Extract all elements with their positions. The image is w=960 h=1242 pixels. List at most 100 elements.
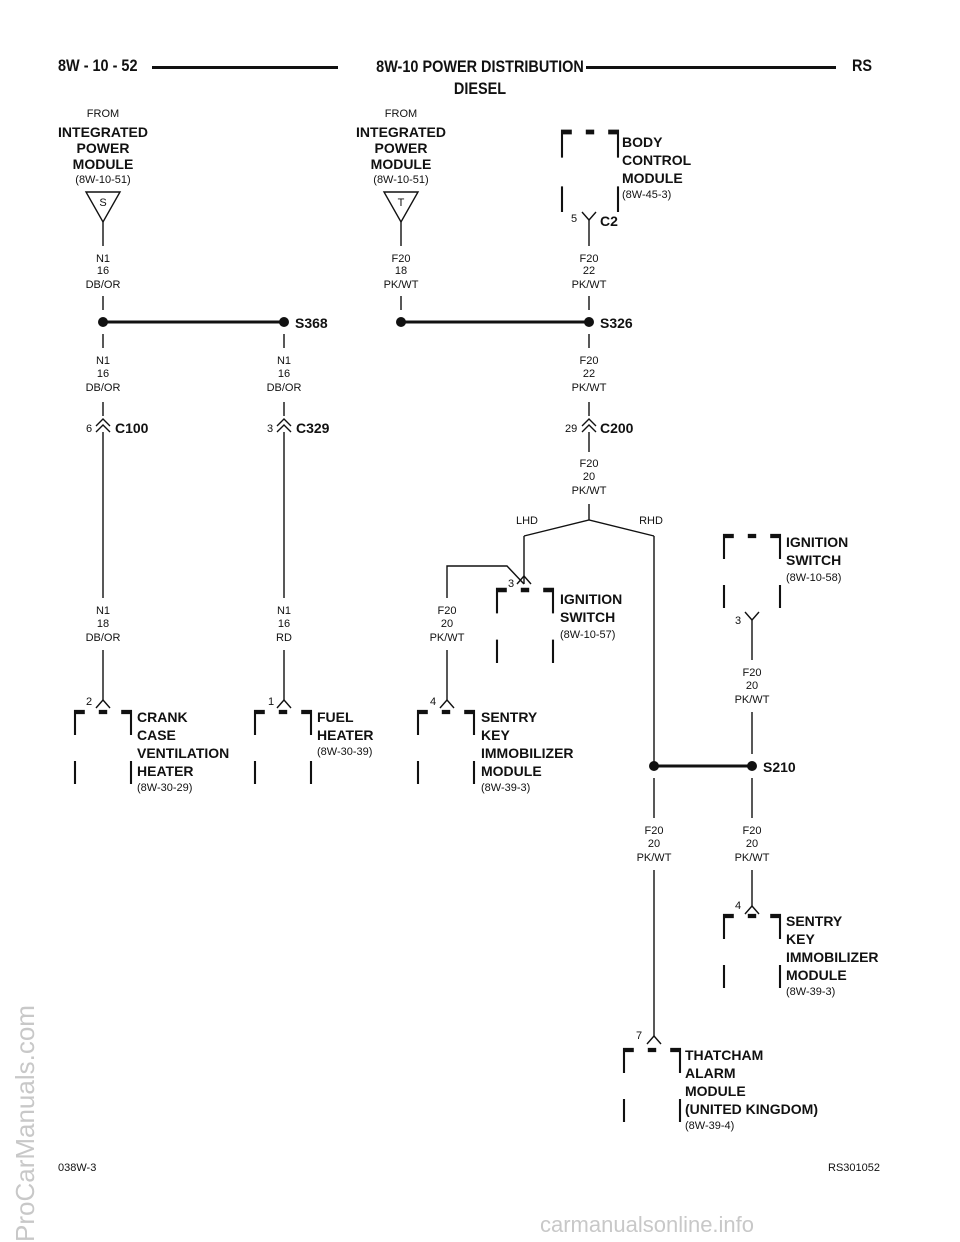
ipm-t-from: FROM [385, 108, 417, 120]
thatcham-name-3: MODULE [685, 1083, 746, 1099]
c100-connector-symbol [95, 418, 111, 433]
ipm-s-name-1: INTEGRATED [58, 124, 148, 140]
svg-text:F20: F20 [645, 825, 664, 837]
crank-ref: (8W-30-29) [137, 782, 192, 794]
page-title: 8W-10 POWER DISTRIBUTION DIESEL [0, 56, 960, 100]
splice-dot [584, 317, 594, 327]
fuel-pin: 1 [268, 696, 274, 708]
svg-text:F20: F20 [743, 825, 762, 837]
skim-rhd-name-2: KEY [786, 931, 815, 947]
footer-left: 038W-3 [58, 1162, 97, 1174]
ign-lhd-pin: 3 [508, 578, 514, 590]
bottom-watermark: carmanualsonline.info [540, 1212, 755, 1237]
svg-text:PK/WT: PK/WT [430, 632, 465, 644]
svg-text:20: 20 [583, 471, 595, 483]
thatcham-box [624, 1050, 680, 1122]
svg-text:16: 16 [97, 265, 109, 277]
svg-text:20: 20 [441, 618, 453, 630]
svg-text:PK/WT: PK/WT [735, 852, 770, 864]
ign-lhd-name-2: SWITCH [560, 609, 615, 625]
svg-text:N1: N1 [96, 605, 110, 617]
ign-rhd-pin: 3 [735, 615, 741, 627]
fuel-heater-box [255, 712, 311, 784]
ipm-t-name-1: INTEGRATED [356, 124, 446, 140]
crank-pin: 2 [86, 696, 92, 708]
ign-lhd-box [497, 590, 553, 663]
splice-s210-label: S210 [763, 759, 796, 775]
skim-rhd-name-3: IMMOBILIZER [786, 949, 879, 965]
splice-dot [98, 317, 108, 327]
skim-lhd-name-2: KEY [481, 727, 510, 743]
svg-text:16: 16 [278, 618, 290, 630]
skim-lhd-name-4: MODULE [481, 763, 542, 779]
thatcham-name-1: THATCHAM [685, 1047, 763, 1063]
bcm-name-1: BODY [622, 134, 663, 150]
skim-lhd-name-1: SENTRY [481, 709, 538, 725]
c2-pin: 5 [571, 213, 577, 225]
ign-lhd-ref: (8W-10-57) [560, 629, 615, 641]
bcm-box [562, 132, 618, 212]
svg-text:16: 16 [97, 368, 109, 380]
svg-text:PK/WT: PK/WT [735, 694, 770, 706]
thatcham-pin: 7 [636, 1030, 642, 1042]
ign-rhd-box [724, 536, 780, 608]
c329-pin: 3 [267, 423, 273, 435]
ipm-t-name-3: MODULE [371, 156, 432, 172]
skim-lhd-box [418, 712, 474, 784]
svg-text:PK/WT: PK/WT [572, 485, 607, 497]
svg-text:F20: F20 [743, 667, 762, 679]
splice-dot [396, 317, 406, 327]
splice-dot [747, 761, 757, 771]
svg-text:20: 20 [746, 680, 758, 692]
skim-lhd-pin: 4 [430, 696, 436, 708]
svg-text:N1: N1 [277, 605, 291, 617]
c200-label: C200 [600, 420, 634, 436]
crank-name-1: CRANK [137, 709, 188, 725]
c200-connector-symbol [581, 418, 597, 433]
bcm-name-2: CONTROL [622, 152, 692, 168]
ipm-t-terminal [382, 191, 420, 224]
ipm-t-pin: T [398, 197, 405, 209]
svg-text:F20: F20 [580, 458, 599, 470]
crank-name-4: HEATER [137, 763, 194, 779]
side-watermark: ProCarManuals.com [10, 1005, 40, 1242]
svg-text:F20: F20 [580, 253, 599, 265]
svg-text:N1: N1 [96, 253, 110, 265]
vehicle-code: RS [852, 56, 873, 75]
skim-rhd-box [724, 916, 780, 988]
fuel-name-2: HEATER [317, 727, 374, 743]
svg-text:20: 20 [648, 838, 660, 850]
skim-rhd-name-1: SENTRY [786, 913, 843, 929]
fuel-name-1: FUEL [317, 709, 354, 725]
header-rule-right [586, 66, 836, 69]
svg-text:22: 22 [583, 368, 595, 380]
c2-label: C2 [600, 213, 618, 229]
c100-pin: 6 [86, 423, 92, 435]
crank-name-2: CASE [137, 727, 176, 743]
c200-pin: 29 [565, 423, 577, 435]
ipm-s-ref: (8W-10-51) [75, 174, 130, 186]
svg-text:PK/WT: PK/WT [572, 382, 607, 394]
ipm-t-name-2: POWER [375, 140, 428, 156]
svg-text:F20: F20 [438, 605, 457, 617]
thatcham-name-4: (UNITED KINGDOM) [685, 1101, 818, 1117]
rhd-label: RHD [639, 515, 663, 527]
ign-lhd-name-1: IGNITION [560, 591, 622, 607]
fuel-ref: (8W-30-39) [317, 746, 372, 758]
splice-s368-label: S368 [295, 315, 328, 331]
skim-rhd-name-4: MODULE [786, 967, 847, 983]
ipm-t-ref: (8W-10-51) [373, 174, 428, 186]
header-rule-left [152, 66, 338, 69]
